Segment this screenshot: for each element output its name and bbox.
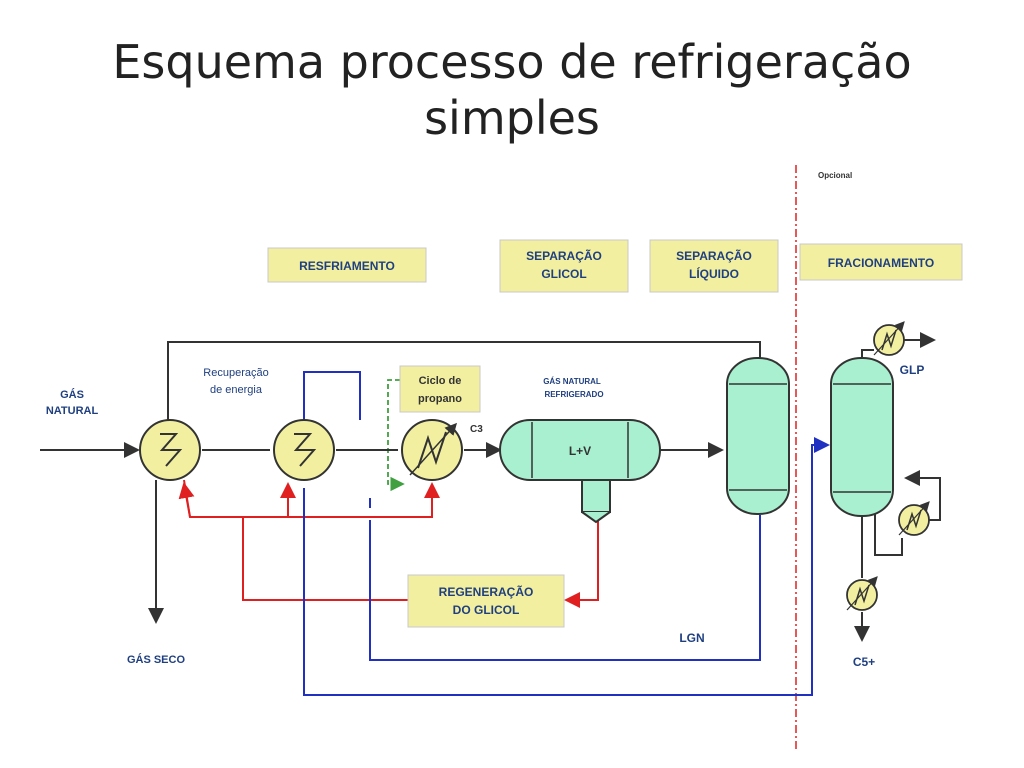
slide-title-line-1: Esquema processo de refrigeração xyxy=(112,35,912,89)
optional-label: Opcional xyxy=(818,171,852,180)
propane-loop-line xyxy=(387,379,405,492)
energy-recovery-line-1: Recuperação xyxy=(203,367,268,379)
propane-cycle-line-2: propano xyxy=(418,393,462,405)
gas-natural-line-1: GÁS xyxy=(60,388,84,401)
propane-cycle-box: Ciclo de propano xyxy=(399,365,481,413)
section-fracionamento-label: FRACIONAMENTO xyxy=(828,256,934,270)
glycol-regeneration-box: REGENERAÇÃO DO GLICOL xyxy=(407,574,565,628)
refrigerated-gas-line-1: GÁS NATURAL xyxy=(543,377,601,386)
section-separacao-glicol-line-1: SEPARAÇÃO xyxy=(526,248,602,263)
bottom-cooler-exchanger xyxy=(846,576,878,611)
gas-natural-line-2: NATURAL xyxy=(46,405,99,417)
glycol-separator: L+V xyxy=(499,419,661,524)
section-fracionamento: FRACIONAMENTO xyxy=(799,243,963,281)
energy-recovery-line-2: de energia xyxy=(210,384,263,396)
process-lines xyxy=(40,332,941,642)
recycle-lines xyxy=(296,371,830,696)
separator-label: L+V xyxy=(569,444,591,458)
glycol-regeneration-line-2: DO GLICOL xyxy=(453,603,520,617)
section-separacao-liquido: SEPARAÇÃO LÍQUIDO xyxy=(649,239,779,293)
propane-chiller xyxy=(401,419,463,481)
heat-exchanger-1 xyxy=(139,419,201,481)
section-resfriamento: RESFRIAMENTO xyxy=(267,247,427,283)
slide-title: Esquema processo de refrigeração simples xyxy=(0,34,1024,146)
dry-gas-label: GÁS SECO xyxy=(127,653,186,666)
glycol-regeneration-line-1: REGENERAÇÃO xyxy=(439,584,534,599)
section-separacao-liquido-line-1: SEPARAÇÃO xyxy=(676,248,752,263)
glycol-lines xyxy=(178,479,599,608)
reboiler-exchanger xyxy=(898,501,930,536)
lgn-label: LGN xyxy=(679,631,704,645)
section-separacao-liquido-line-2: LÍQUIDO xyxy=(689,266,739,281)
c5-label: C5+ xyxy=(853,655,875,669)
section-separacao-glicol: SEPARAÇÃO GLICOL xyxy=(499,239,629,293)
glp-label: GLP xyxy=(900,363,925,377)
condenser-exchanger xyxy=(873,321,905,356)
refrigerated-gas-line-2: REFRIGERADO xyxy=(544,390,603,399)
fractionation-column xyxy=(830,357,894,517)
slide-title-line-2: simples xyxy=(424,91,600,145)
liquid-separator-vessel xyxy=(726,357,790,515)
section-separacao-glicol-line-2: GLICOL xyxy=(541,267,586,281)
section-resfriamento-label: RESFRIAMENTO xyxy=(299,259,395,273)
heat-exchanger-2 xyxy=(273,419,335,481)
c3-label: C3 xyxy=(470,424,483,435)
propane-cycle-line-1: Ciclo de xyxy=(419,375,462,387)
